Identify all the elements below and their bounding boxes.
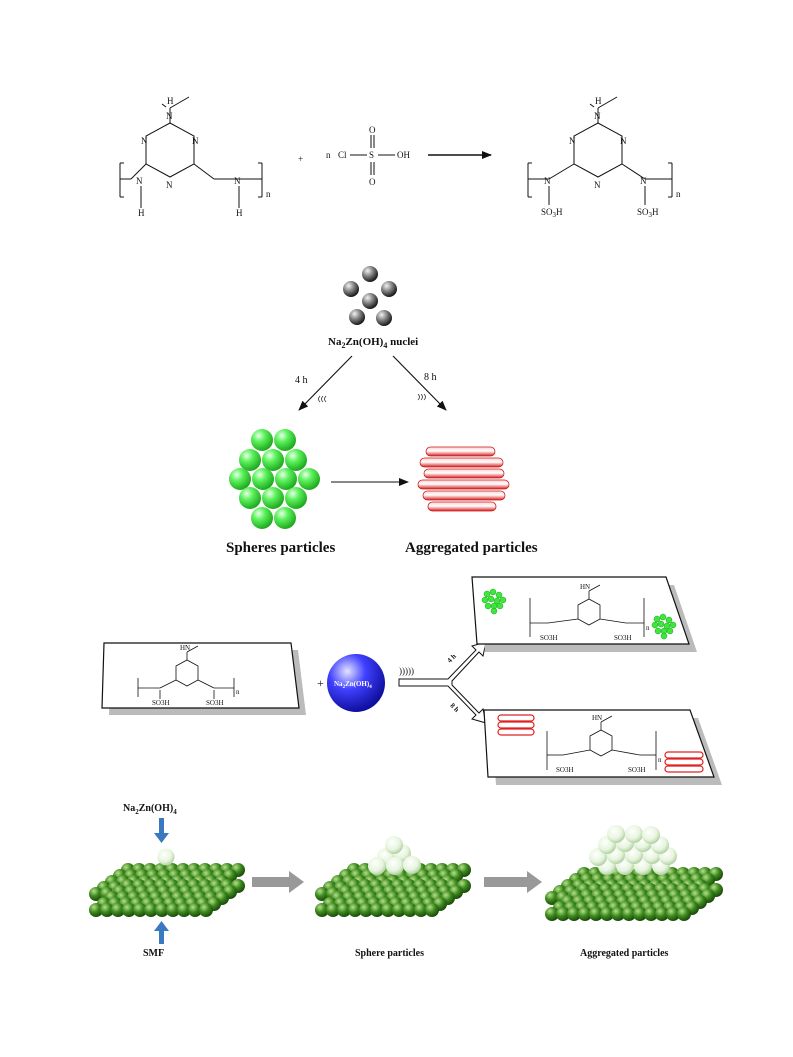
small-sphere-cluster xyxy=(368,836,421,875)
spheres-cluster xyxy=(229,429,320,529)
product-N-top: N xyxy=(594,111,601,121)
chlorosulfonic-acid: n Cl S OH O O xyxy=(326,125,410,187)
red-rods-left-icon xyxy=(497,714,535,736)
top-box-HN: HN xyxy=(580,583,590,591)
atom-H-right: H xyxy=(236,208,243,218)
slab-3 xyxy=(545,867,723,921)
rods-stack xyxy=(417,446,510,512)
atom-N-ring-left: N xyxy=(141,136,148,146)
rod-composite-box: HN n SO3H SO3H xyxy=(483,709,722,785)
up-arrow-icon xyxy=(154,921,169,944)
nuclei-cluster xyxy=(343,266,397,326)
bottom-box-HN: HN xyxy=(592,714,602,722)
ultrasound-right-icon xyxy=(417,393,426,401)
smf-box-so3h-left: SO3H xyxy=(152,699,170,707)
repeat-n: n xyxy=(266,189,271,199)
sphere-particles-label: Sphere particles xyxy=(355,948,424,959)
grey-arrow-2 xyxy=(484,871,542,893)
down-arrow-icon xyxy=(154,818,169,843)
reagent-Cl: Cl xyxy=(338,150,347,160)
smf-label: SMF xyxy=(143,948,164,959)
surface-growth: Na2Zn(OH)4 SMF xyxy=(89,803,723,959)
reagent-S: S xyxy=(369,150,374,160)
ultrasound-marks: ))))) xyxy=(399,666,414,676)
reactant-polymer: H N N N N N N H H n xyxy=(119,96,271,218)
bottom-box-so3h-right: SO3H xyxy=(628,766,646,774)
arrow-label-8h: 8 h xyxy=(448,702,460,714)
product-N-ring-left: N xyxy=(569,136,576,146)
nuclei-label: Na2Zn(OH)4 nuclei xyxy=(328,336,418,350)
reagent-O-bottom: O xyxy=(369,177,376,187)
smf-box-n: n xyxy=(236,688,240,696)
surface-reagent-label: Na2Zn(OH)4 xyxy=(123,803,177,816)
synthesis-scheme: HN n SO3H SO3H + Na2Zn(OH)4 ))))) 4 h 8 … xyxy=(101,576,722,785)
arrow-4h xyxy=(298,355,353,411)
product-H-top: H xyxy=(595,96,602,106)
grey-arrow-1 xyxy=(252,871,304,893)
bottom-box-n: n xyxy=(658,756,662,764)
time-4h: 4 h xyxy=(295,375,308,386)
slab-1 xyxy=(89,863,245,917)
spheres-label: Spheres particles xyxy=(226,540,335,556)
product-N-left: N xyxy=(544,176,551,186)
substrate-slabs xyxy=(89,863,723,921)
arrow-8h xyxy=(392,355,447,411)
smf-box: HN n SO3H SO3H xyxy=(101,642,306,715)
top-box-n: n xyxy=(646,624,650,632)
sphere-composite-box: HN n SO3H SO3H xyxy=(471,576,697,652)
aggregated-particles-label: Aggregated particles xyxy=(580,948,669,959)
top-box-so3h-left: SO3H xyxy=(540,634,558,642)
arrow-label-4h: 4 h xyxy=(446,652,458,664)
single-particle xyxy=(157,848,175,866)
na2zn-sphere xyxy=(327,654,385,712)
product-polymer: H N N N N N N SO3H SO3H n xyxy=(527,96,681,219)
slab-2 xyxy=(315,863,471,917)
sphere-label: Na2Zn(OH)4 xyxy=(334,680,372,690)
smf-box-so3h-right: SO3H xyxy=(206,699,224,707)
atom-H-top: H xyxy=(167,96,174,106)
atom-N-right: N xyxy=(234,176,241,186)
plus-sign: + xyxy=(298,154,303,164)
product-N-ring-bottom: N xyxy=(594,180,601,190)
green-cluster-right-icon xyxy=(651,613,677,640)
reagent-O-top: O xyxy=(369,125,376,135)
green-cluster-left-icon xyxy=(481,588,507,615)
top-box-so3h-right: SO3H xyxy=(614,634,632,642)
reaction-scheme: H N N N N N N H H n + n Cl S OH O O xyxy=(119,96,681,219)
atom-N-left: N xyxy=(136,176,143,186)
product-repeat-n: n xyxy=(676,189,681,199)
scheme-plus: + xyxy=(317,676,324,690)
smf-box-HN: HN xyxy=(180,644,190,652)
aggregated-label: Aggregated particles xyxy=(405,540,538,556)
atom-H-left: H xyxy=(138,208,145,218)
ultrasound-left-icon xyxy=(318,395,327,403)
atom-N-top: N xyxy=(166,111,173,121)
product-N-ring-right: N xyxy=(620,136,627,146)
reagent-n: n xyxy=(326,150,331,160)
bottom-box-so3h-left: SO3H xyxy=(556,766,574,774)
branch-arrow xyxy=(398,641,487,724)
aggregated-sphere-cluster xyxy=(589,825,677,875)
product-SO3H-left: SO3H xyxy=(541,207,563,219)
reagent-OH: OH xyxy=(397,150,410,160)
growth-mechanism: Na2Zn(OH)4 nuclei 4 h 8 h xyxy=(226,266,538,556)
red-rods-right-icon xyxy=(664,751,704,773)
product-N-right: N xyxy=(640,176,647,186)
atom-N-ring-bottom: N xyxy=(166,180,173,190)
time-8h: 8 h xyxy=(424,372,437,383)
atom-N-ring-right: N xyxy=(192,136,199,146)
product-SO3H-right: SO3H xyxy=(637,207,659,219)
